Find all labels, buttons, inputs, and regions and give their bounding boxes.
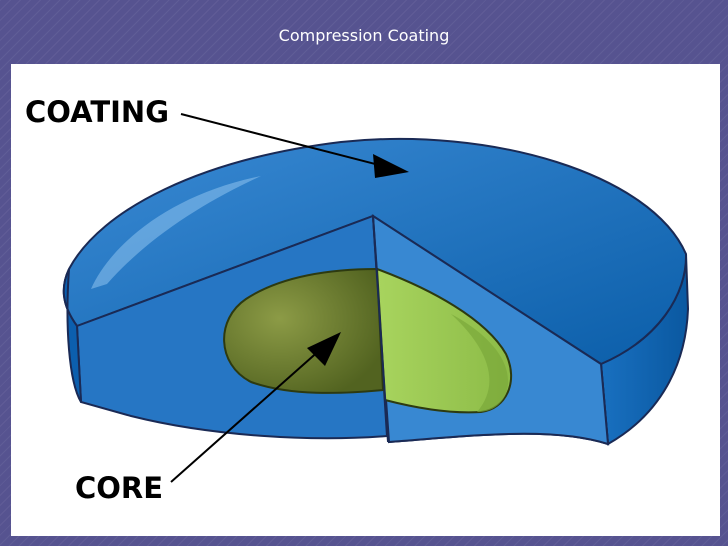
slide-title: Compression Coating bbox=[278, 26, 450, 45]
core-right-section bbox=[375, 267, 513, 414]
diagram-canvas: COATING CORE bbox=[11, 64, 720, 536]
coating-highlight bbox=[91, 176, 261, 289]
core-left-section bbox=[223, 267, 385, 394]
core-label: CORE bbox=[75, 471, 163, 505]
core-arrow bbox=[170, 332, 341, 483]
cut-seam-line bbox=[372, 215, 389, 443]
tablet-diagram: COATING CORE bbox=[25, 95, 690, 505]
coating-label: COATING bbox=[25, 95, 169, 129]
core-right-shade bbox=[451, 314, 509, 412]
coating-arrow bbox=[180, 113, 409, 178]
coating-rim-left bbox=[62, 268, 82, 403]
